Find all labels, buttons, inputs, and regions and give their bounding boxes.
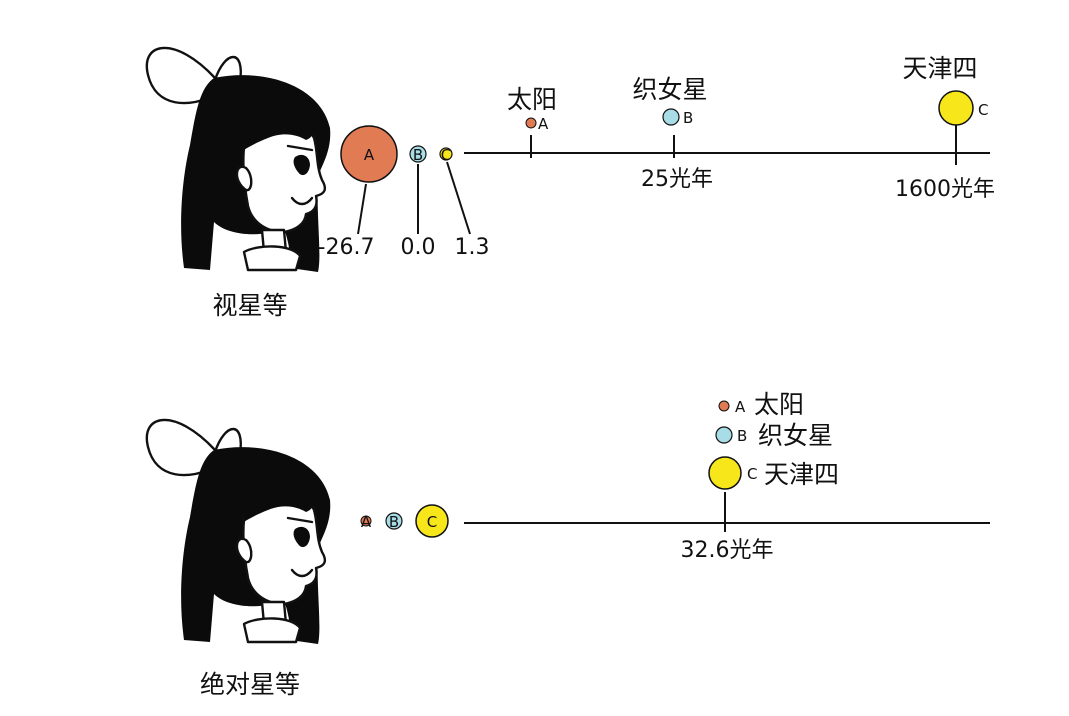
star-deneb-letter: C [978,101,988,119]
star-deneb-name: 天津四 [902,54,977,83]
near-star-b [409,145,427,163]
near-star-c [439,147,453,161]
girl-observer-icon [145,418,332,646]
leader-a [357,183,367,235]
star-sun-letter: A [538,115,549,133]
star-sun-abs-name: 太阳 [754,390,804,419]
star-vega [662,108,680,126]
distance-deneb: 1600光年 [895,177,995,202]
magnitude-a: -26.7 [318,235,375,260]
star-sun-abs-letter: A [735,398,746,416]
panel-apparent-magnitude: 视星等 A B C -26.7 0.0 1.3 A 太阳 B 织女星 25光年 … [145,46,995,320]
near-star-b-abs [385,512,403,530]
near-star-b-letter: B [413,146,423,164]
magnitude-c: 1.3 [455,235,490,260]
star-deneb-abs-letter: C [747,465,757,483]
panel-absolute-magnitude: 绝对星等 A B C 32.6光年 A 太阳 B 织女星 C 天津四 [145,390,990,699]
star-vega-name: 织女星 [632,75,707,104]
star-vega-letter: B [683,109,693,127]
star-sun-name: 太阳 [507,85,557,114]
star-sun [525,117,537,129]
magnitude-b: 0.0 [401,235,436,260]
near-star-c-abs [415,504,449,538]
star-vega-abs [715,426,733,444]
near-star-a-abs [360,515,372,527]
caption-absolute-magnitude: 绝对星等 [200,670,300,699]
leader-c [446,161,471,235]
near-star-c-abs-letter: C [427,513,437,531]
star-vega-abs-letter: B [737,427,747,445]
near-star-a [340,125,398,183]
near-star-a-letter: A [364,146,375,164]
distance-vega: 25光年 [641,167,713,192]
star-deneb-abs [708,456,742,490]
star-deneb [938,90,974,126]
near-star-c-letter: C [441,146,451,164]
girl-observer-icon [145,46,332,274]
near-star-a-abs-letter: A [361,513,372,531]
star-sun-abs [718,400,730,412]
star-vega-abs-name: 织女星 [758,421,833,450]
star-deneb-abs-name: 天津四 [764,460,839,489]
caption-apparent-magnitude: 视星等 [212,291,287,320]
distance-common: 32.6光年 [681,538,774,563]
near-star-b-abs-letter: B [389,513,399,531]
